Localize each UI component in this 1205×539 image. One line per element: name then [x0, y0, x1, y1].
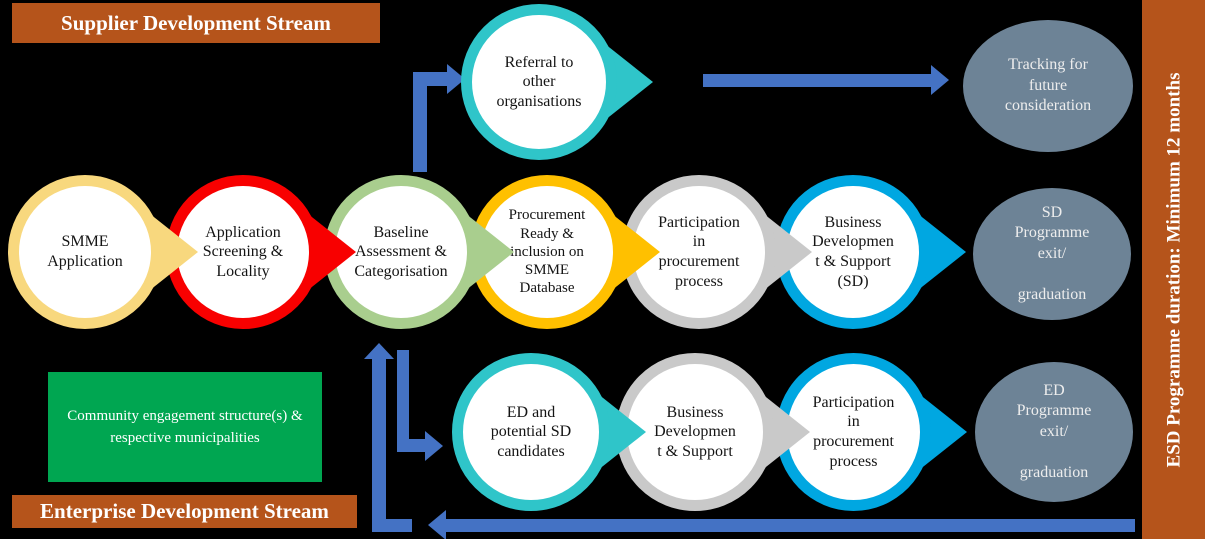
ellipse-label: SD Programme exit/ graduation — [1014, 203, 1090, 303]
community-engagement-label: Community engagement structure(s) & resp… — [67, 407, 303, 447]
node-ed-potential-sd-candidates: ED and potential SD candidates — [452, 353, 646, 511]
programme-duration-sidebar: ESD Programme duration: Minimum 12 month… — [1142, 0, 1205, 539]
node-label: SMME Application — [47, 233, 123, 270]
node-label: Referral to other organisations — [496, 53, 582, 110]
node-smme-application: SMME Application — [8, 175, 198, 329]
arrow-segment — [413, 72, 447, 86]
node-label: ED and potential SD candidates — [490, 403, 572, 460]
arrow-segment — [703, 74, 931, 87]
arrow-head-right — [425, 431, 443, 461]
arrow-head-left — [428, 510, 446, 539]
arrow-segment — [397, 350, 409, 452]
supplier-stream-title: Supplier Development Stream — [61, 10, 331, 35]
node-label: Business Developmen t & Support — [654, 403, 736, 460]
enterprise-stream-header: Enterprise Development Stream — [12, 495, 357, 528]
node-circle: Referral to other organisations — [461, 4, 617, 160]
node-label: Application Screening & Locality — [202, 223, 284, 280]
arrow-head-up — [364, 343, 394, 359]
node-label: Business Developmen t & Support (SD) — [812, 213, 894, 290]
arrow-head-right — [447, 64, 465, 94]
node-circle: SMME Application — [8, 175, 162, 329]
node-label: Baseline Assessment & Categorisation — [354, 223, 448, 280]
arrow-segment — [446, 519, 1135, 532]
ellipse-label: ED Programme exit/ graduation — [1016, 381, 1092, 481]
ellipse-sd-programme-exit: SD Programme exit/ graduation — [973, 188, 1131, 320]
ellipse-label: Tracking for future consideration — [1004, 56, 1092, 115]
enterprise-stream-title: Enterprise Development Stream — [40, 499, 329, 523]
arrow-segment — [372, 358, 386, 519]
ellipse-ed-programme-exit: ED Programme exit/ graduation — [975, 362, 1133, 502]
arrow-segment — [397, 439, 425, 452]
node-label: Procurement Ready & inclusion on SMME Da… — [508, 207, 586, 297]
supplier-stream-header: Supplier Development Stream — [12, 3, 380, 43]
arrow-segment — [372, 519, 412, 532]
node-referral-other-organisations: Referral to other organisations — [461, 4, 653, 160]
node-label: Participation in procurement process — [812, 393, 895, 470]
node-label: Participation in procurement process — [658, 213, 740, 290]
community-engagement-box: Community engagement structure(s) & resp… — [48, 372, 322, 482]
ellipse-tracking-future-consideration: Tracking for future consideration — [963, 20, 1133, 152]
arrow-head-right — [931, 65, 949, 95]
node-circle: ED and potential SD candidates — [452, 353, 610, 511]
node-participation-procurement-ed: Participation in procurement process — [776, 353, 967, 511]
programme-duration-label: ESD Programme duration: Minimum 12 month… — [1162, 72, 1184, 467]
arrow-segment — [413, 72, 427, 172]
